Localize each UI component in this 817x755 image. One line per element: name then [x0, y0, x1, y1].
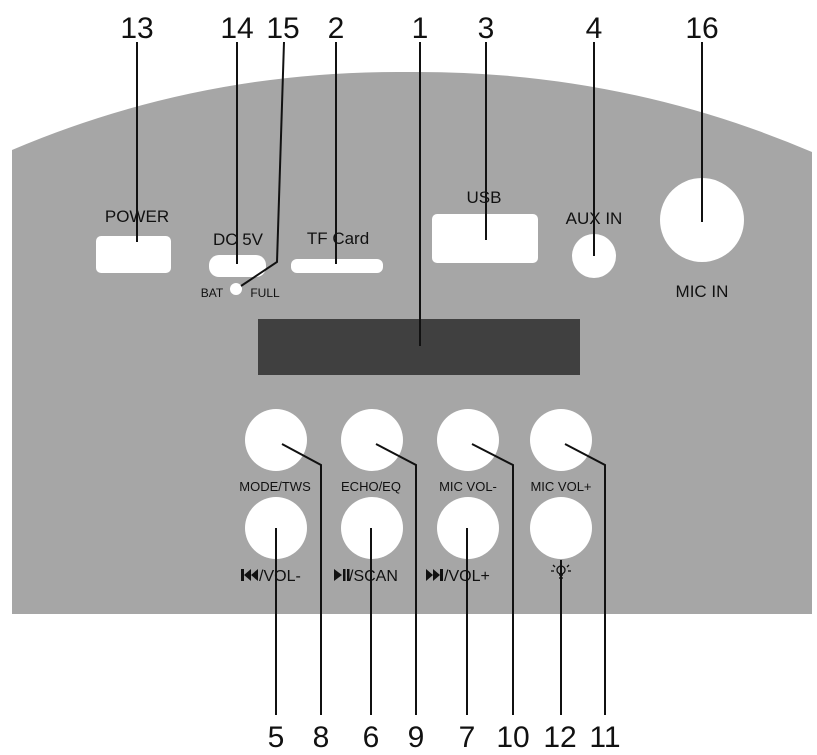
usb-label: USB [467, 188, 502, 207]
mic-in-label: MIC IN [676, 282, 729, 301]
dc5v-port[interactable] [209, 255, 266, 277]
callout-1: 1 [412, 12, 429, 45]
callout-15: 15 [266, 12, 299, 45]
callout-12: 12 [543, 721, 576, 754]
play-scan-label: /SCAN [349, 568, 398, 585]
next-track-icon [426, 569, 443, 581]
light-button[interactable] [530, 497, 592, 559]
leader-15 [240, 41, 285, 287]
callout-13: 13 [120, 12, 153, 45]
battery-led [230, 283, 242, 295]
mode-tws-button[interactable] [245, 409, 307, 471]
power-switch[interactable] [96, 236, 171, 273]
tf-card-slot[interactable] [291, 259, 383, 273]
callout-5: 5 [268, 721, 285, 754]
callout-7: 7 [459, 721, 476, 754]
callout-4: 4 [586, 12, 603, 45]
leader-10 [471, 443, 514, 715]
tf-card-label: TF Card [307, 229, 369, 248]
callout-3: 3 [478, 12, 495, 45]
callout-14: 14 [220, 12, 253, 45]
mic-vol-plus-button[interactable] [530, 409, 592, 471]
mic-vol-minus-button[interactable] [437, 409, 499, 471]
dc5v-label: DC 5V [213, 230, 264, 249]
callout-16: 16 [685, 12, 718, 45]
leader-11 [564, 443, 606, 715]
bat-label: BAT [201, 286, 224, 300]
echo-eq-button[interactable] [341, 409, 403, 471]
mic-vol-minus-label: MIC VOL- [439, 479, 497, 494]
previous-track-icon [241, 569, 258, 581]
prev-vol-minus-label: /VOL- [259, 568, 301, 585]
callout-8: 8 [313, 721, 330, 754]
leader-9 [375, 443, 417, 715]
mode-tws-label: MODE/TWS [239, 479, 311, 494]
leader-8 [281, 443, 322, 715]
callout-10: 10 [496, 721, 529, 754]
callout-2: 2 [328, 12, 345, 45]
callout-6: 6 [363, 721, 380, 754]
play-pause-icon [334, 569, 350, 581]
echo-eq-label: ECHO/EQ [341, 479, 401, 494]
mic-vol-plus-label: MIC VOL+ [530, 479, 591, 494]
callout-11: 11 [589, 721, 620, 754]
full-label: FULL [250, 286, 280, 300]
callout-9: 9 [408, 721, 425, 754]
